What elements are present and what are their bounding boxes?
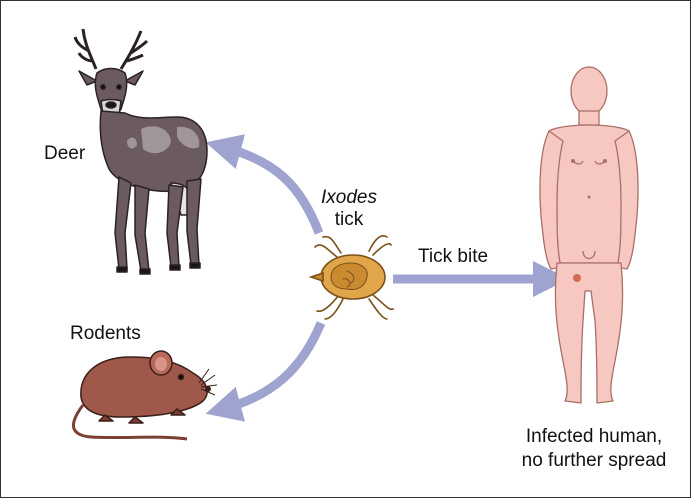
bite-mark xyxy=(573,274,581,282)
arrow-tick-to-deer xyxy=(205,134,324,235)
human-illustration xyxy=(539,66,639,404)
deer-illustration xyxy=(73,28,208,275)
tick-illustration xyxy=(308,235,394,320)
label-tick-bite: Tick bite xyxy=(418,246,489,267)
label-tick-word: tick xyxy=(334,209,364,230)
rodent-illustration xyxy=(72,350,218,441)
label-tick-genus: Ixodes xyxy=(321,187,377,208)
label-no-further-spread: no further spread xyxy=(521,450,667,471)
arrow-tick-to-rodents xyxy=(205,321,326,422)
label-rodents: Rodents xyxy=(70,323,141,344)
label-infected-human: Infected human, xyxy=(525,426,663,447)
label-deer: Deer xyxy=(44,143,86,164)
